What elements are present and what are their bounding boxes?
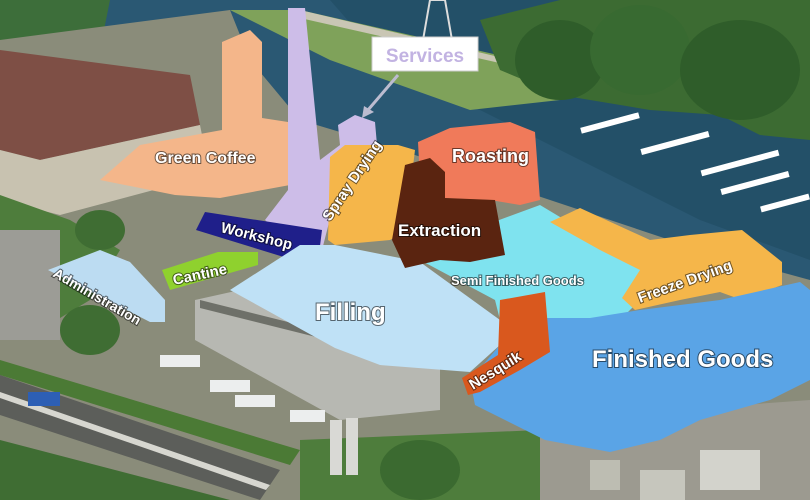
zone-workshop[interactable]	[196, 212, 322, 262]
zone-filling[interactable]	[230, 245, 500, 372]
label-filling: Filling	[315, 299, 386, 326]
zone-roasting[interactable]	[418, 122, 540, 205]
zone-finished-goods[interactable]	[470, 282, 810, 452]
zone-overlays	[48, 8, 810, 452]
warehouse-roof	[0, 50, 200, 160]
road-sign	[28, 392, 60, 406]
zone-administration[interactable]	[48, 250, 165, 322]
marina	[580, 112, 810, 213]
label-extraction: Extraction	[398, 221, 481, 240]
zone-spray-drying[interactable]	[328, 145, 415, 245]
grey-buildings	[195, 290, 440, 420]
zone-services[interactable]	[265, 8, 377, 250]
zone-cantine[interactable]	[162, 252, 258, 290]
label-services: Services	[386, 46, 464, 67]
zone-freeze-drying[interactable]	[550, 208, 782, 310]
label-roasting: Roasting	[452, 146, 529, 166]
trucks	[160, 355, 325, 422]
services-pointer-arrowhead	[362, 106, 374, 118]
services-pointer-line	[366, 74, 400, 111]
label-semi-finished-goods: Semi Finished Goods	[451, 273, 584, 288]
zone-extraction[interactable]	[392, 158, 505, 268]
parking-lot	[0, 230, 60, 340]
silos	[330, 418, 358, 475]
label-green-coffee: Green Coffee	[155, 150, 256, 167]
services-callout: Services	[362, 36, 479, 118]
zone-green-coffee[interactable]	[100, 30, 290, 198]
zone-nesquik[interactable]	[462, 292, 550, 395]
services-label-box	[371, 36, 479, 72]
label-finished-goods: Finished Goods	[592, 346, 773, 373]
